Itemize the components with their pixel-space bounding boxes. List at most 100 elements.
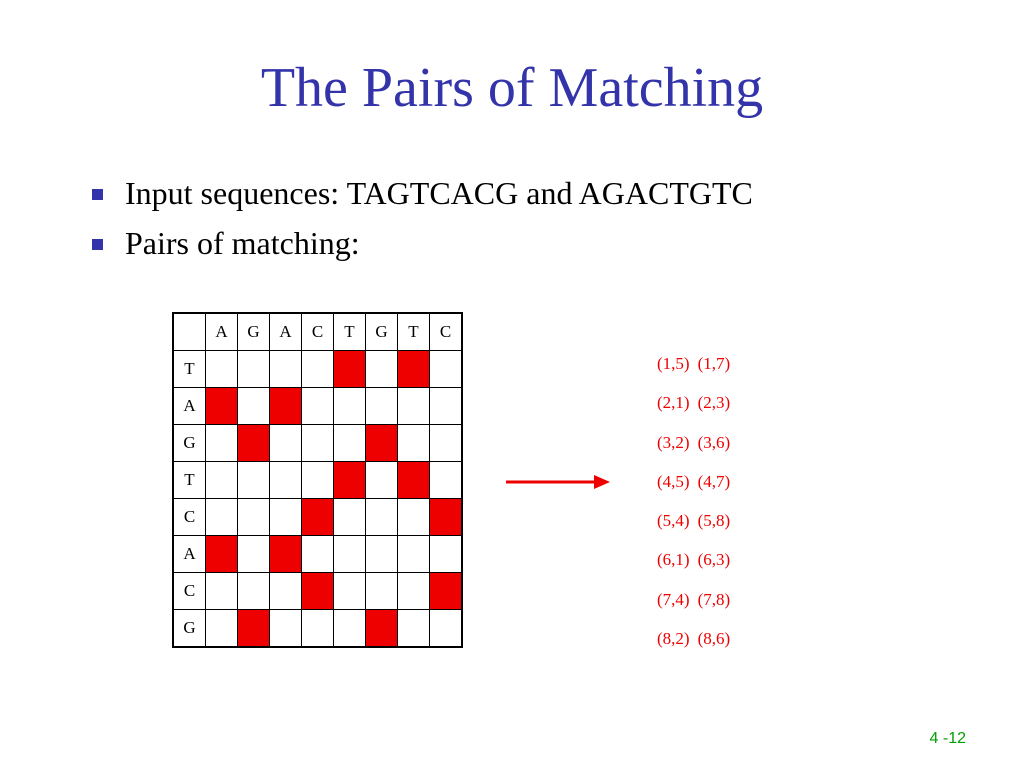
matrix-cell — [205, 424, 238, 462]
pair-value: (2,3) — [697, 393, 731, 413]
bullet-list: Input sequences: TAGTCACG and AGACTGTC P… — [88, 168, 753, 268]
matrix-cell — [237, 535, 270, 573]
pair-value: (4,7) — [697, 471, 731, 491]
matrix-row-header: G — [172, 609, 206, 648]
page-number: 4 -12 — [929, 730, 966, 747]
square-bullet-icon — [92, 189, 103, 200]
matrix-cell — [429, 387, 463, 425]
matrix-cell — [365, 498, 398, 536]
matrix-column-header: G — [237, 312, 270, 351]
matrix-cell — [397, 424, 430, 462]
matrix-row: T — [172, 350, 463, 388]
pair-value: (1,5) — [657, 354, 690, 373]
matrix-cell — [429, 609, 463, 648]
matching-pairs-list: (1,5)(1,7)(2,1)(2,3)(3,2)(3,6)(4,5)(4,7)… — [657, 344, 730, 658]
matrix-cell — [205, 498, 238, 536]
pair-value: (6,1) — [657, 550, 690, 570]
matrix-corner-cell — [172, 312, 206, 351]
matrix-cell — [205, 609, 238, 648]
matrix-match-cell — [365, 424, 398, 462]
matrix-cell — [397, 498, 430, 536]
matrix-match-cell — [333, 461, 366, 499]
matrix-cell — [397, 387, 430, 425]
matrix-row-header: C — [172, 572, 206, 610]
matrix-column-header: T — [333, 312, 366, 351]
pair-row: (1,5)(1,7) — [657, 344, 730, 383]
pair-value: (8,2) — [657, 629, 690, 649]
slide-title: The Pairs of Matching — [260, 57, 764, 119]
matrix-cell — [429, 535, 463, 573]
matrix-cell — [205, 572, 238, 610]
matrix-match-cell — [237, 424, 270, 462]
matrix-match-cell — [301, 498, 334, 536]
pair-value: (5,8) — [697, 511, 731, 531]
matrix-cell — [237, 387, 270, 425]
matrix-row-header: G — [172, 424, 206, 462]
matrix-row-header: A — [172, 387, 206, 425]
matrix-cell — [301, 350, 334, 388]
pair-row: (4,5) (4,7) — [657, 462, 730, 501]
matrix-cell — [365, 461, 398, 499]
matrix-cell — [333, 498, 366, 536]
pair-value: (7,8) — [697, 589, 731, 609]
matrix-cell — [301, 461, 334, 499]
matrix-cell — [269, 424, 302, 462]
pair-row: (8,2)(8,6) — [657, 619, 730, 658]
matrix-cell — [365, 350, 398, 388]
matrix-column-header: A — [205, 312, 238, 351]
bullet-text: Pairs of matching: — [125, 225, 360, 261]
matrix-cell — [301, 424, 334, 462]
matrix-match-cell — [301, 572, 334, 610]
matrix-row: T — [172, 461, 463, 499]
matrix-row: C — [172, 572, 463, 610]
matrix-row: C — [172, 498, 463, 536]
pair-row: (6,1)(6,3) — [657, 540, 730, 579]
matrix-match-cell — [429, 572, 463, 610]
matrix-match-cell — [237, 609, 270, 648]
pair-row: (5,4) (5,8) — [657, 501, 730, 540]
matrix-match-cell — [429, 498, 463, 536]
matrix-cell — [333, 424, 366, 462]
matrix-cell — [269, 609, 302, 648]
matrix-cell — [365, 572, 398, 610]
matrix-cell — [301, 387, 334, 425]
matrix-cell — [237, 572, 270, 610]
matrix-column-header: C — [429, 312, 463, 351]
matrix-match-cell — [269, 535, 302, 573]
pair-value: (7,4) — [657, 589, 690, 609]
matrix-cell — [429, 350, 463, 388]
pair-value: (2,1) — [657, 393, 690, 413]
matrix-match-cell — [333, 350, 366, 388]
matrix-row-header: T — [172, 350, 206, 388]
matrix-row-header: C — [172, 498, 206, 536]
matrix-cell — [269, 461, 302, 499]
matrix-cell — [365, 387, 398, 425]
matrix-column-header: C — [301, 312, 334, 351]
matrix-cell — [237, 350, 270, 388]
matrix-cell — [237, 498, 270, 536]
pair-value: (4,5) — [657, 471, 690, 491]
matrix-cell — [365, 535, 398, 573]
matrix-cell — [333, 609, 366, 648]
matrix-cell — [205, 461, 238, 499]
matrix-row-header: T — [172, 461, 206, 499]
matrix-match-cell — [397, 350, 430, 388]
matrix-cell — [333, 387, 366, 425]
pair-value: (5,4) — [657, 511, 690, 531]
pair-row: (7,4) (7,8) — [657, 580, 730, 619]
matrix-cell — [269, 350, 302, 388]
matrix-match-cell — [365, 609, 398, 648]
bullet-text: Input sequences: TAGTCACG and AGACTGTC — [125, 175, 753, 211]
matrix-cell — [301, 609, 334, 648]
matrix-cell — [397, 572, 430, 610]
matrix-cell — [333, 572, 366, 610]
matrix-row-header: A — [172, 535, 206, 573]
bullet-item-pairs-of-matching: Pairs of matching: — [88, 218, 753, 268]
matrix-row: G — [172, 609, 463, 648]
matrix-row: A — [172, 535, 463, 573]
matrix-cell — [429, 424, 463, 462]
matrix-cell — [301, 535, 334, 573]
matrix-column-header: G — [365, 312, 398, 351]
